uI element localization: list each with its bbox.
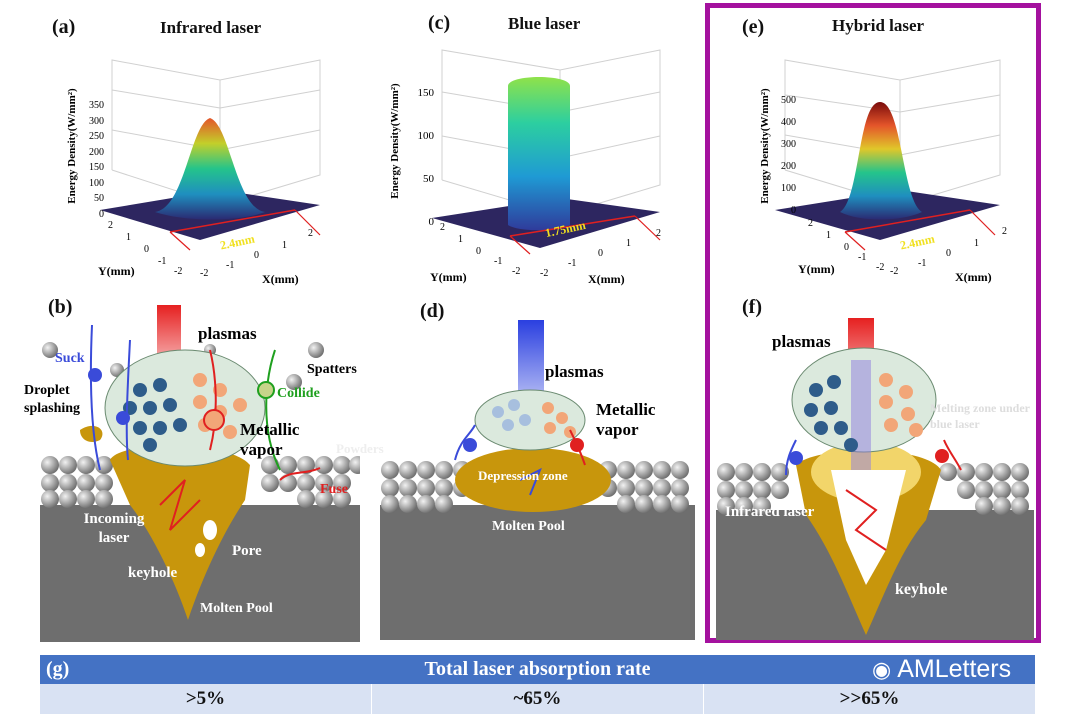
wechat-icon: ◉ <box>872 656 892 682</box>
f-plasmas-label: plasmas <box>772 332 831 351</box>
plot-a-xlabel: X(mm) <box>262 272 299 286</box>
d-plasmas-label: plasmas <box>545 362 604 381</box>
b-metallic-label: Metallic vapor <box>240 420 300 459</box>
plot-a-peak <box>155 118 265 220</box>
b-plasmas-label: plasmas <box>198 324 257 343</box>
depression-zone <box>455 448 611 512</box>
powder-layer <box>717 463 1029 515</box>
b-collide-label: Collide <box>277 386 320 401</box>
panel-d-label: (d) <box>420 300 445 322</box>
plasma-cloud <box>104 349 266 467</box>
plot-c <box>432 49 661 255</box>
f-keyhole-label: keyhole <box>895 581 948 598</box>
plot-a-dim-line <box>169 209 296 233</box>
absorption-table-header: (g) Total laser absorption rate <box>40 655 1035 684</box>
powder-layer <box>381 461 689 513</box>
plot-a-zlabel: Energy Density(W/mm²) <box>66 88 78 204</box>
plot-c-ylabel: Y(mm) <box>430 270 467 284</box>
b-suck-label: Suck <box>55 351 85 366</box>
panel-b-label: (b) <box>48 296 73 318</box>
b-incoming-label: Incoming laser <box>83 511 145 546</box>
b-fuse-label: Fuse <box>320 482 348 497</box>
watermark: ◉ AMLetters <box>872 655 1011 684</box>
table-cell-hybrid: >>65% <box>839 688 900 709</box>
d-metallic-label: Metallic vapor <box>596 400 656 439</box>
b-droplet-label: Droplet splashing <box>24 383 81 416</box>
substrate <box>380 505 695 640</box>
plot-c-top-hat <box>508 77 570 231</box>
panel-e-label: (e) <box>742 16 765 38</box>
table-cell-blue: ~65% <box>372 684 704 714</box>
plot-e <box>775 59 1001 251</box>
b-spatters-label: Spatters <box>307 362 357 377</box>
schematic-b <box>40 305 360 642</box>
powder-layer <box>41 342 360 508</box>
b-pore-label: Pore <box>232 543 262 559</box>
panel-a-title: Infrared laser <box>160 18 262 37</box>
d-depression-label: Depression zone <box>478 468 568 483</box>
watermark-text: AMLetters <box>897 655 1012 683</box>
panel-c-label: (c) <box>428 12 451 34</box>
flow-arrows <box>89 324 321 531</box>
plot-e-peak <box>840 102 922 220</box>
schematic-d <box>380 320 695 640</box>
plot-a-ylabel: Y(mm) <box>98 264 135 278</box>
b-powders-label: Powders <box>336 441 384 456</box>
d-molten-label: Molten Pool <box>492 519 565 534</box>
schematic-f <box>716 318 1034 640</box>
plot-c-xlabel: X(mm) <box>588 272 625 286</box>
molten-pool <box>110 445 250 620</box>
keyhole <box>831 470 906 585</box>
plot-e-ylabel: Y(mm) <box>798 262 835 276</box>
table-title: Total laser absorption rate <box>424 658 651 680</box>
table-label: (g) <box>46 658 70 680</box>
plasma-cloud <box>791 347 937 470</box>
plasma-cloud <box>474 389 586 451</box>
f-infrared-label: Infrared laser <box>725 504 815 520</box>
panel-e-title: Hybrid laser <box>832 16 925 35</box>
table-cell-infrared: >5% <box>40 684 372 714</box>
plot-a <box>100 59 321 251</box>
plot-c-zlabel: Energy Density(W/mm²) <box>389 83 401 199</box>
panel-a-label: (a) <box>52 16 76 38</box>
hybrid-highlight-frame <box>705 3 1041 643</box>
plot-e-xlabel: X(mm) <box>955 270 992 284</box>
b-molten-label: Molten Pool <box>200 601 273 616</box>
panel-c-title: Blue laser <box>508 14 581 33</box>
b-keyhole-label: keyhole <box>128 565 178 581</box>
f-melting-label: Melting zone under blue laser <box>930 401 1030 431</box>
panel-f-label: (f) <box>742 296 762 318</box>
absorption-table-row: >5% ~65% >>65% <box>40 684 1035 714</box>
